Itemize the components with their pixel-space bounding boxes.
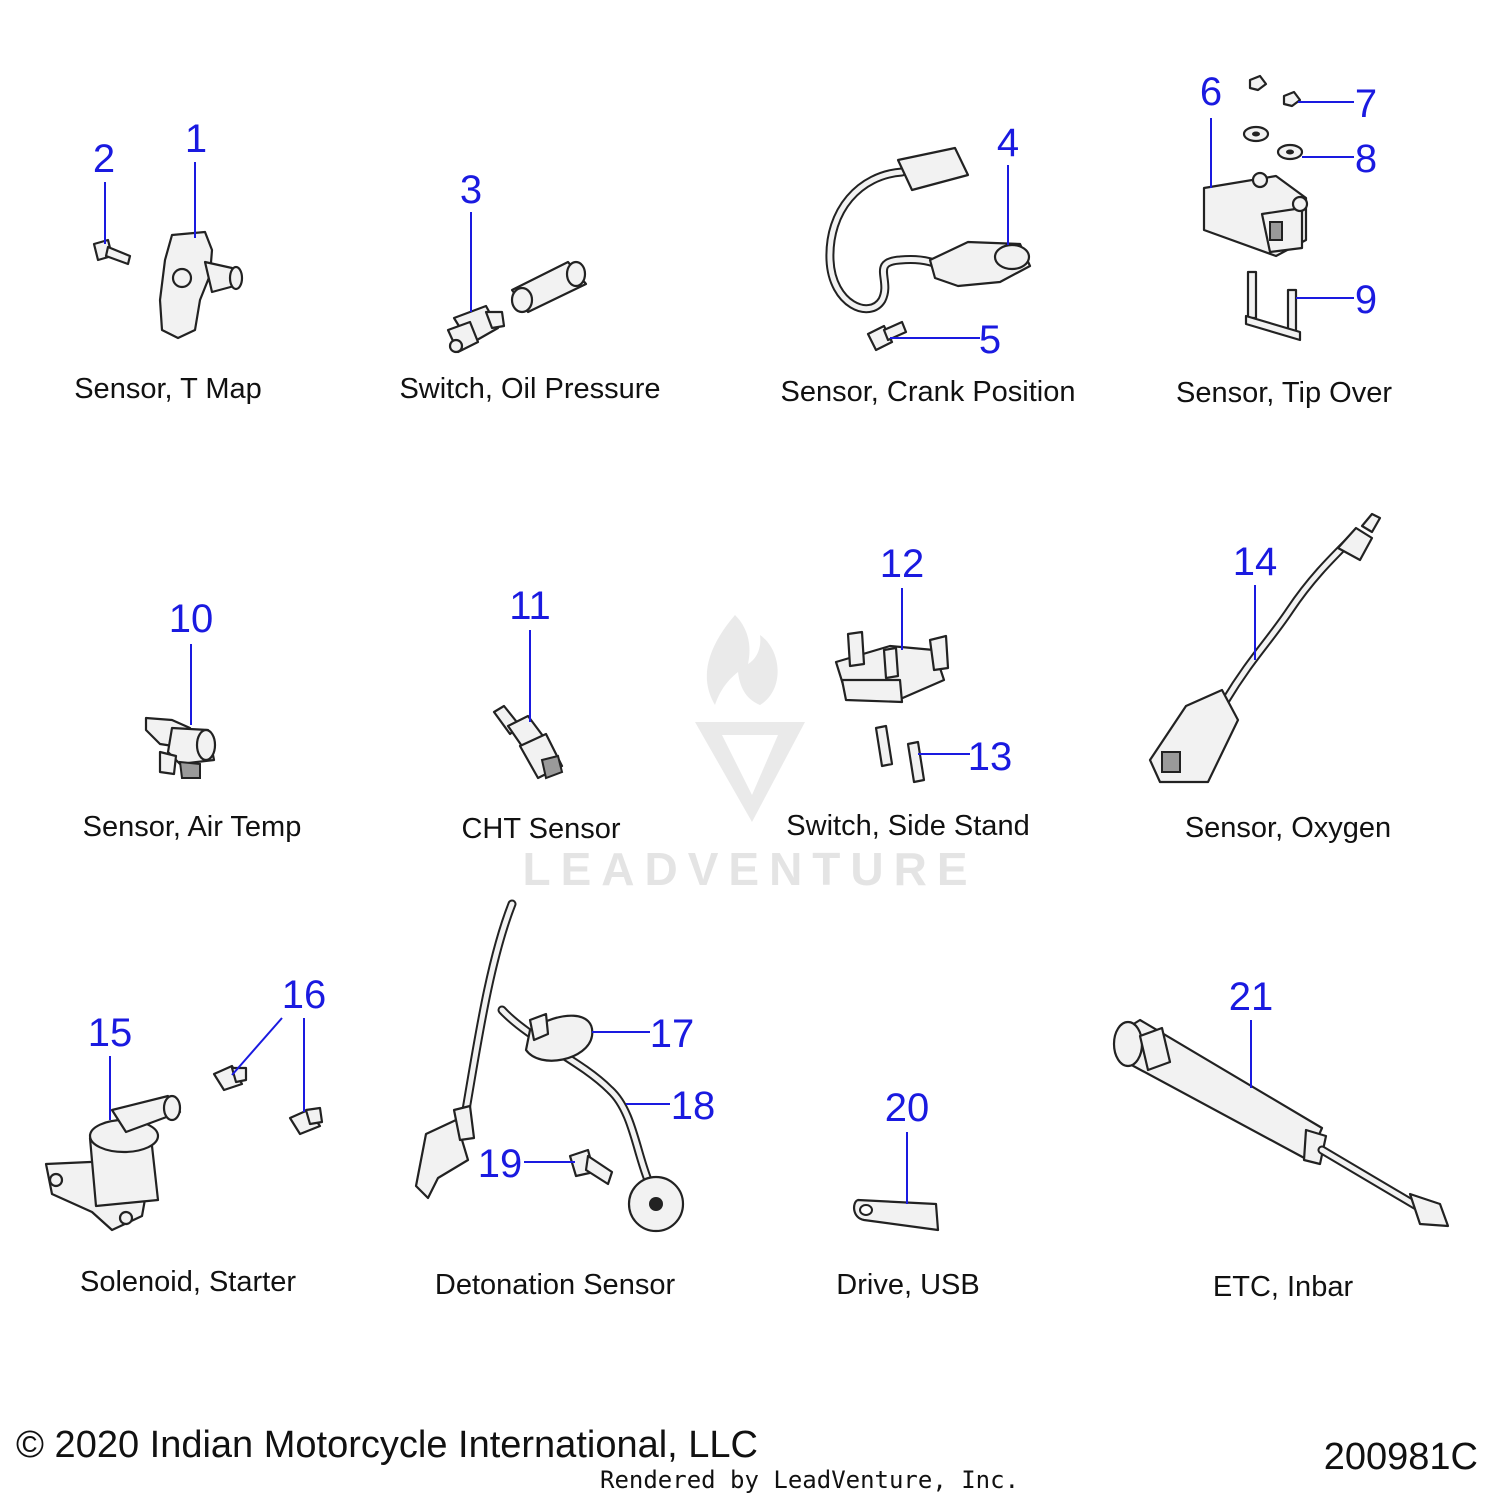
side-stand-bolt-part[interactable]: [874, 724, 926, 784]
caption-usb-drive: Drive, USB: [836, 1269, 979, 1301]
group-etc-inbar: 21 ETC, Inbar: [1112, 975, 1450, 1303]
t-map-screw-part[interactable]: [92, 238, 132, 266]
copyright-notice: © 2020 Indian Motorcycle International, …: [16, 1424, 758, 1466]
side-stand-switch-part[interactable]: [834, 630, 950, 704]
callout-10[interactable]: 10: [169, 597, 214, 641]
crank-position-sensor-part[interactable]: [825, 146, 1032, 314]
callout-20[interactable]: 20: [885, 1086, 930, 1130]
cht-sensor-part[interactable]: [492, 704, 564, 780]
starter-solenoid-part[interactable]: [44, 1094, 182, 1232]
oxygen-sensor-part[interactable]: [1148, 512, 1382, 784]
air-temp-sensor-part[interactable]: [144, 716, 217, 779]
caption-air-temp-sensor: Sensor, Air Temp: [83, 811, 302, 843]
oil-pressure-switch-part[interactable]: [446, 304, 506, 354]
leadventure-watermark: LEADVENTURE: [522, 615, 977, 895]
group-oxygen: 14 Sensor, Oxygen: [1148, 512, 1391, 844]
callout-14[interactable]: 14: [1233, 540, 1278, 584]
rendered-by-note: Rendered by LeadVenture, Inc.: [600, 1466, 1020, 1494]
callout-6[interactable]: 6: [1200, 70, 1222, 114]
tip-over-sensor-part[interactable]: [1202, 171, 1309, 258]
tip-over-bracket-part[interactable]: [1244, 270, 1302, 342]
callout-12[interactable]: 12: [880, 542, 925, 586]
group-cht: 11 CHT Sensor: [461, 584, 620, 845]
usb-drive-part[interactable]: [852, 1198, 940, 1232]
t-map-sensor-part[interactable]: [158, 230, 244, 340]
group-usb-drive: 20 Drive, USB: [836, 1086, 979, 1301]
caption-oil-pressure-switch: Switch, Oil Pressure: [399, 373, 660, 405]
tip-over-nut-part[interactable]: [1248, 74, 1302, 108]
callout-17[interactable]: 17: [650, 1012, 695, 1056]
group-tip-over: 6 7 8 9 Sensor, Tip Over: [1176, 70, 1392, 409]
callout-19[interactable]: 19: [478, 1142, 523, 1186]
caption-tip-over-sensor: Sensor, Tip Over: [1176, 377, 1392, 409]
diagram-code: 200981C: [1323, 1436, 1478, 1478]
caption-side-stand-switch: Switch, Side Stand: [786, 810, 1029, 842]
group-t-map: 1 2 Sensor, T Map: [74, 117, 262, 405]
caption-cht-sensor: CHT Sensor: [461, 813, 620, 845]
callout-18[interactable]: 18: [671, 1084, 716, 1128]
caption-oxygen-sensor: Sensor, Oxygen: [1185, 812, 1391, 844]
group-crank-position: 4 5 Sensor, Crank Position: [781, 121, 1076, 408]
caption-detonation-sensor: Detonation Sensor: [435, 1269, 676, 1301]
callout-13[interactable]: 13: [968, 735, 1013, 779]
detonation-clip-part[interactable]: [524, 1012, 594, 1062]
group-side-stand: 12 13 Switch, Side Stand: [786, 542, 1029, 842]
callout-3[interactable]: 3: [460, 168, 482, 212]
tip-over-washer-part[interactable]: [1242, 125, 1304, 161]
group-oil-pressure: 3 Switch, Oil Pressure: [399, 168, 660, 405]
callout-16[interactable]: 16: [282, 973, 327, 1017]
starter-solenoid-bolt-part[interactable]: [212, 1064, 324, 1136]
detonation-sensor-part[interactable]: [414, 899, 685, 1233]
flame-logo-icon: [706, 615, 778, 705]
group-detonation: 17 18 19 Detonation Sensor: [414, 899, 716, 1301]
watermark-text: LEADVENTURE: [522, 843, 977, 895]
callout-5[interactable]: 5: [979, 318, 1001, 362]
callout-15[interactable]: 15: [88, 1011, 133, 1055]
caption-crank-position-sensor: Sensor, Crank Position: [781, 376, 1076, 408]
caption-etc-inbar: ETC, Inbar: [1213, 1271, 1354, 1303]
detonation-bolt-part[interactable]: [568, 1148, 614, 1186]
callout-4[interactable]: 4: [997, 121, 1019, 165]
callout-1[interactable]: 1: [185, 117, 207, 161]
callout-11[interactable]: 11: [509, 584, 551, 628]
caption-t-map-sensor: Sensor, T Map: [74, 373, 262, 405]
group-starter-solenoid: 15 16 Solenoid, Starter: [44, 973, 327, 1298]
caption-starter-solenoid: Solenoid, Starter: [80, 1266, 296, 1298]
callout-21[interactable]: 21: [1229, 975, 1274, 1019]
oil-pressure-adapter-part[interactable]: [510, 260, 588, 314]
crank-position-screw-part[interactable]: [866, 320, 908, 352]
callout-9[interactable]: 9: [1355, 278, 1377, 322]
callout-2[interactable]: 2: [93, 137, 115, 181]
callout-8[interactable]: 8: [1355, 137, 1377, 181]
group-air-temp: 10 Sensor, Air Temp: [83, 597, 302, 843]
etc-inbar-part[interactable]: [1112, 1018, 1450, 1228]
v-logo-icon: [695, 722, 805, 822]
callout-7[interactable]: 7: [1355, 82, 1377, 126]
